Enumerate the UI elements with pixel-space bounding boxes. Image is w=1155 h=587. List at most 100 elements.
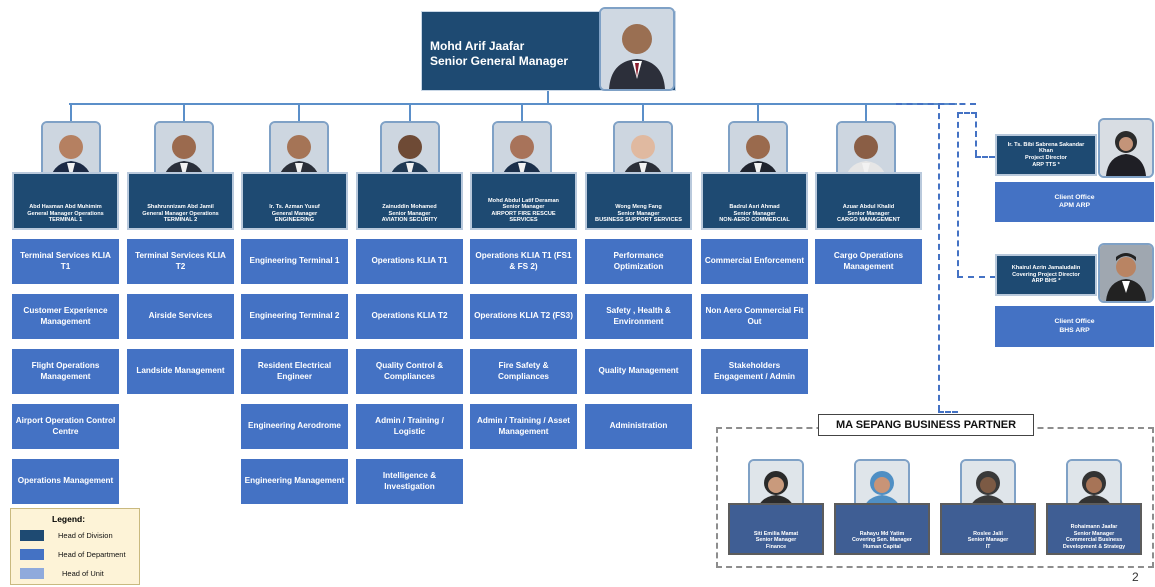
head-text: Senior Manager (617, 210, 660, 217)
department-box: Engineering Terminal 1 (241, 239, 348, 284)
head-text: Zainuddin Mohamed (382, 204, 437, 211)
department-box: Terminal Services KLIA T2 (127, 239, 234, 284)
connector-line (183, 103, 185, 121)
legend-swatch-department (20, 549, 44, 560)
connector-line (547, 91, 549, 104)
head-text: Shahrunnizam Abd Jamil (147, 204, 214, 211)
legend-swatch-division (20, 530, 44, 541)
head-text: Senior Manager (388, 210, 431, 217)
department-box: Safety , Health & Environment (585, 294, 692, 339)
department-box: Quality Control & Compliances (356, 349, 463, 394)
head-text: Senior Manager (733, 210, 776, 217)
partner-text: Human Capital (863, 543, 901, 550)
head-text: SERVICES (509, 217, 538, 224)
department-box: Commercial Enforcement (701, 239, 808, 284)
department-box: Terminal Services KLIA T1 (12, 239, 119, 284)
head-text: Wong Meng Fang (615, 204, 662, 211)
department-box: Flight Operations Management (12, 349, 119, 394)
head-text: TERMINAL 2 (163, 217, 198, 224)
senior-general-manager-photo (599, 7, 675, 91)
senior-general-manager-name: Mohd Arif Jaafar Senior General Manager (430, 39, 569, 68)
dashed-connector (957, 112, 977, 114)
department-box: Engineering Aerodrome (241, 404, 348, 449)
partner-text: Senior Manager (1073, 530, 1115, 537)
department-box: Admin / Training / Logistic (356, 404, 463, 449)
head-text: Senior Manager (502, 204, 545, 211)
department-box: Airport Operation Control Centre (12, 404, 119, 449)
head-text: Azuar Abdul Khalid (842, 204, 895, 211)
legend-label-department: Head of Department (58, 550, 126, 559)
department-box: Engineering Terminal 2 (241, 294, 348, 339)
partner-text: Siti Emilia Mamat (753, 530, 799, 537)
connector-line (298, 103, 300, 121)
connector-line (642, 103, 644, 121)
head-text: Mohd Abdul Latif Deraman (488, 197, 559, 204)
department-box: Operations KLIA T2 (FS3) (470, 294, 577, 339)
head-text: General Manager Operations (142, 210, 219, 217)
head-text: Ir. Ts. Azman Yusuf (269, 204, 320, 211)
department-box: Performance Optimization (585, 239, 692, 284)
dashed-connector (957, 276, 996, 278)
dashed-connector (896, 103, 976, 105)
partner-text: Finance (765, 543, 787, 550)
partner-text: Senior Manager (967, 537, 1009, 544)
legend-label-division: Head of Division (58, 531, 113, 540)
department-box: Operations Management (12, 459, 119, 504)
partner-text: Commercial Business (1065, 537, 1123, 544)
partner-text: Rahayu Md Yatim (859, 530, 905, 537)
head-text: ENGINEERING (274, 217, 315, 224)
dashed-connector (938, 103, 940, 411)
department-box: Quality Management (585, 349, 692, 394)
department-box: Non Aero Commercial Fit Out (701, 294, 808, 339)
client-office-bhs-box: Client Office BHS ARP (995, 306, 1154, 347)
partner-text: Covering Sen. Manager (852, 537, 912, 544)
connector-line (757, 103, 759, 121)
department-box: Airside Services (127, 294, 234, 339)
head-text: Senior Manager (847, 210, 890, 217)
connector-line (69, 103, 957, 105)
legend-swatch-unit (20, 568, 44, 579)
department-box: Engineering Management (241, 459, 348, 504)
department-box: Fire Safety & Compliances (470, 349, 577, 394)
connector-line (409, 103, 411, 121)
department-box: Operations KLIA T2 (356, 294, 463, 339)
dashed-connector (975, 112, 977, 156)
legend-title: Legend: (52, 514, 86, 524)
department-box: Operations KLIA T1 (FS1 & FS 2) (470, 239, 577, 284)
partner-text: Senior Manager (755, 537, 797, 544)
department-box: Intelligence & Investigation (356, 459, 463, 504)
partner-text: Development & Strategy (1062, 543, 1126, 550)
department-box: Administration (585, 404, 692, 449)
department-box: Admin / Training / Asset Management (470, 404, 577, 449)
partner-text: Rohaimann Jaafar (1070, 524, 1118, 531)
side-head-box-2: Khairul Azrin Jamaludalin Covering Proje… (995, 254, 1097, 296)
side-head-photo-2 (1098, 243, 1154, 303)
page-number: 2 (1132, 570, 1139, 584)
business-partner-title: MA SEPANG BUSINESS PARTNER (818, 414, 1034, 436)
dashed-connector (975, 156, 995, 158)
department-box: Customer Experience Management (12, 294, 119, 339)
connector-line (521, 103, 523, 121)
client-office-apm-box: Client Office APM ARP (995, 182, 1154, 222)
side-head-box-1: Ir. Ts. Bibi Sabrena Sakandar Khan Proje… (995, 134, 1097, 176)
connector-line (865, 103, 867, 121)
head-text: AIRPORT FIRE RESCUE (491, 210, 556, 217)
head-text: BUSINESS SUPPORT SERVICES (595, 217, 682, 224)
department-box: Resident Electrical Engineer (241, 349, 348, 394)
dashed-connector (957, 112, 959, 276)
head-text: AVIATION SECURITY (381, 217, 438, 224)
head-text: NON-AERO COMMERCIAL (719, 217, 790, 224)
connector-line (70, 103, 72, 121)
head-text: TERMINAL 1 (48, 217, 83, 224)
partner-text: IT (985, 543, 991, 550)
